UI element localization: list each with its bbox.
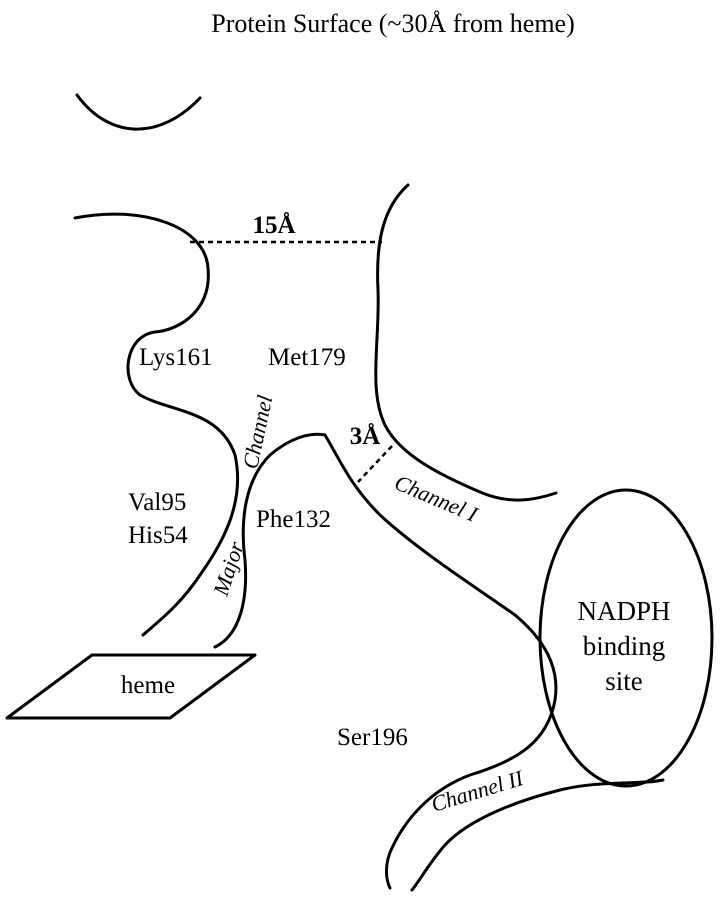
residue-ser196: Ser196	[337, 724, 408, 751]
residue-met179: Met179	[268, 344, 346, 371]
residue-val95: Val95	[128, 489, 186, 516]
channel-2-outline	[410, 778, 665, 892]
residue-phe132: Phe132	[256, 506, 331, 533]
residue-his54: His54	[128, 522, 188, 549]
surface-arc-top	[75, 93, 202, 131]
width-15-label: 15Å	[252, 211, 295, 239]
width-3-marker	[357, 445, 393, 483]
nadph-label-line3: site	[605, 666, 643, 696]
width-3-label: 3Å	[350, 422, 381, 450]
phe-wall-outline	[213, 432, 558, 890]
major-channel-label-word2: Major	[208, 538, 249, 599]
diagram-title: Protein Surface (~30Å from heme)	[211, 9, 575, 38]
left-surface-outline	[73, 212, 240, 637]
nadph-label-line1: NADPH	[577, 596, 670, 626]
heme-label: heme	[121, 672, 175, 699]
nadph-binding-site	[538, 488, 714, 788]
heme-plane	[5, 653, 257, 720]
right-surface-outline	[374, 183, 558, 502]
major-channel-label-word1: Channel	[237, 393, 277, 471]
residue-lys161: Lys161	[139, 344, 213, 371]
nadph-label-line2: binding	[583, 631, 666, 661]
channel-1-label: Channel I	[391, 470, 483, 528]
